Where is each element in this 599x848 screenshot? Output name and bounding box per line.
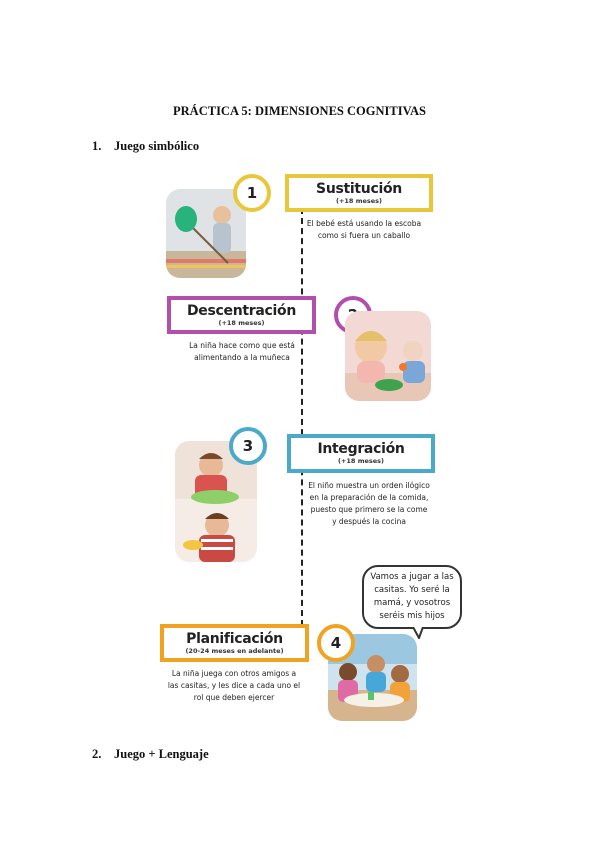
stage-1-title: Sustitución [316,180,402,197]
photo-child-with-broom [166,189,246,278]
speech-bubble: Vamos a jugar a las casitas. Yo seré la … [362,565,462,629]
stage-4-description: La niña juega con otros amigos a las cas… [167,669,301,702]
stage-1-number-badge: 1 [233,174,271,212]
stage-1-subtitle: (+18 meses) [335,196,383,205]
photo-girl-feeding-doll [345,311,431,401]
section-heading-1: 1.Juego simbólico [92,139,200,153]
document-title: PRÁCTICA 5: DIMENSIONES COGNITIVAS [173,104,426,118]
stage-2-title: Descentración [186,302,297,319]
stage-3-description: El niño muestra un orden ilógico en la p… [308,481,430,526]
timeline-dashed-line [301,208,303,626]
stage-4-title: Planificación [186,630,283,647]
stage-2-card: Descentración (+18 meses) [167,296,316,334]
stage-1-description: El bebé está usando la escoba como si fu… [306,219,422,240]
stage-3-title: Integración [317,441,405,457]
speech-bubble-tail [413,627,424,639]
stage-4-number-badge: 4 [317,624,355,662]
stage-4-subtitle: (20-24 meses en adelante) [185,646,284,655]
stage-2-description: La niña hace como que está alimentando a… [189,341,295,362]
stage-3-card: Integración (+18 meses) [287,434,435,473]
stage-4-card: Planificación (20-24 meses en adelante) [160,624,309,662]
stage-1-card: Sustitución (+18 meses) [285,174,433,212]
stage-3-subtitle: (+18 meses) [337,457,385,465]
stage-3-number-badge: 3 [229,427,267,465]
stage-2-subtitle: (+18 meses) [218,318,265,327]
section-heading-2: 2.Juego + Lenguaje [92,747,209,761]
